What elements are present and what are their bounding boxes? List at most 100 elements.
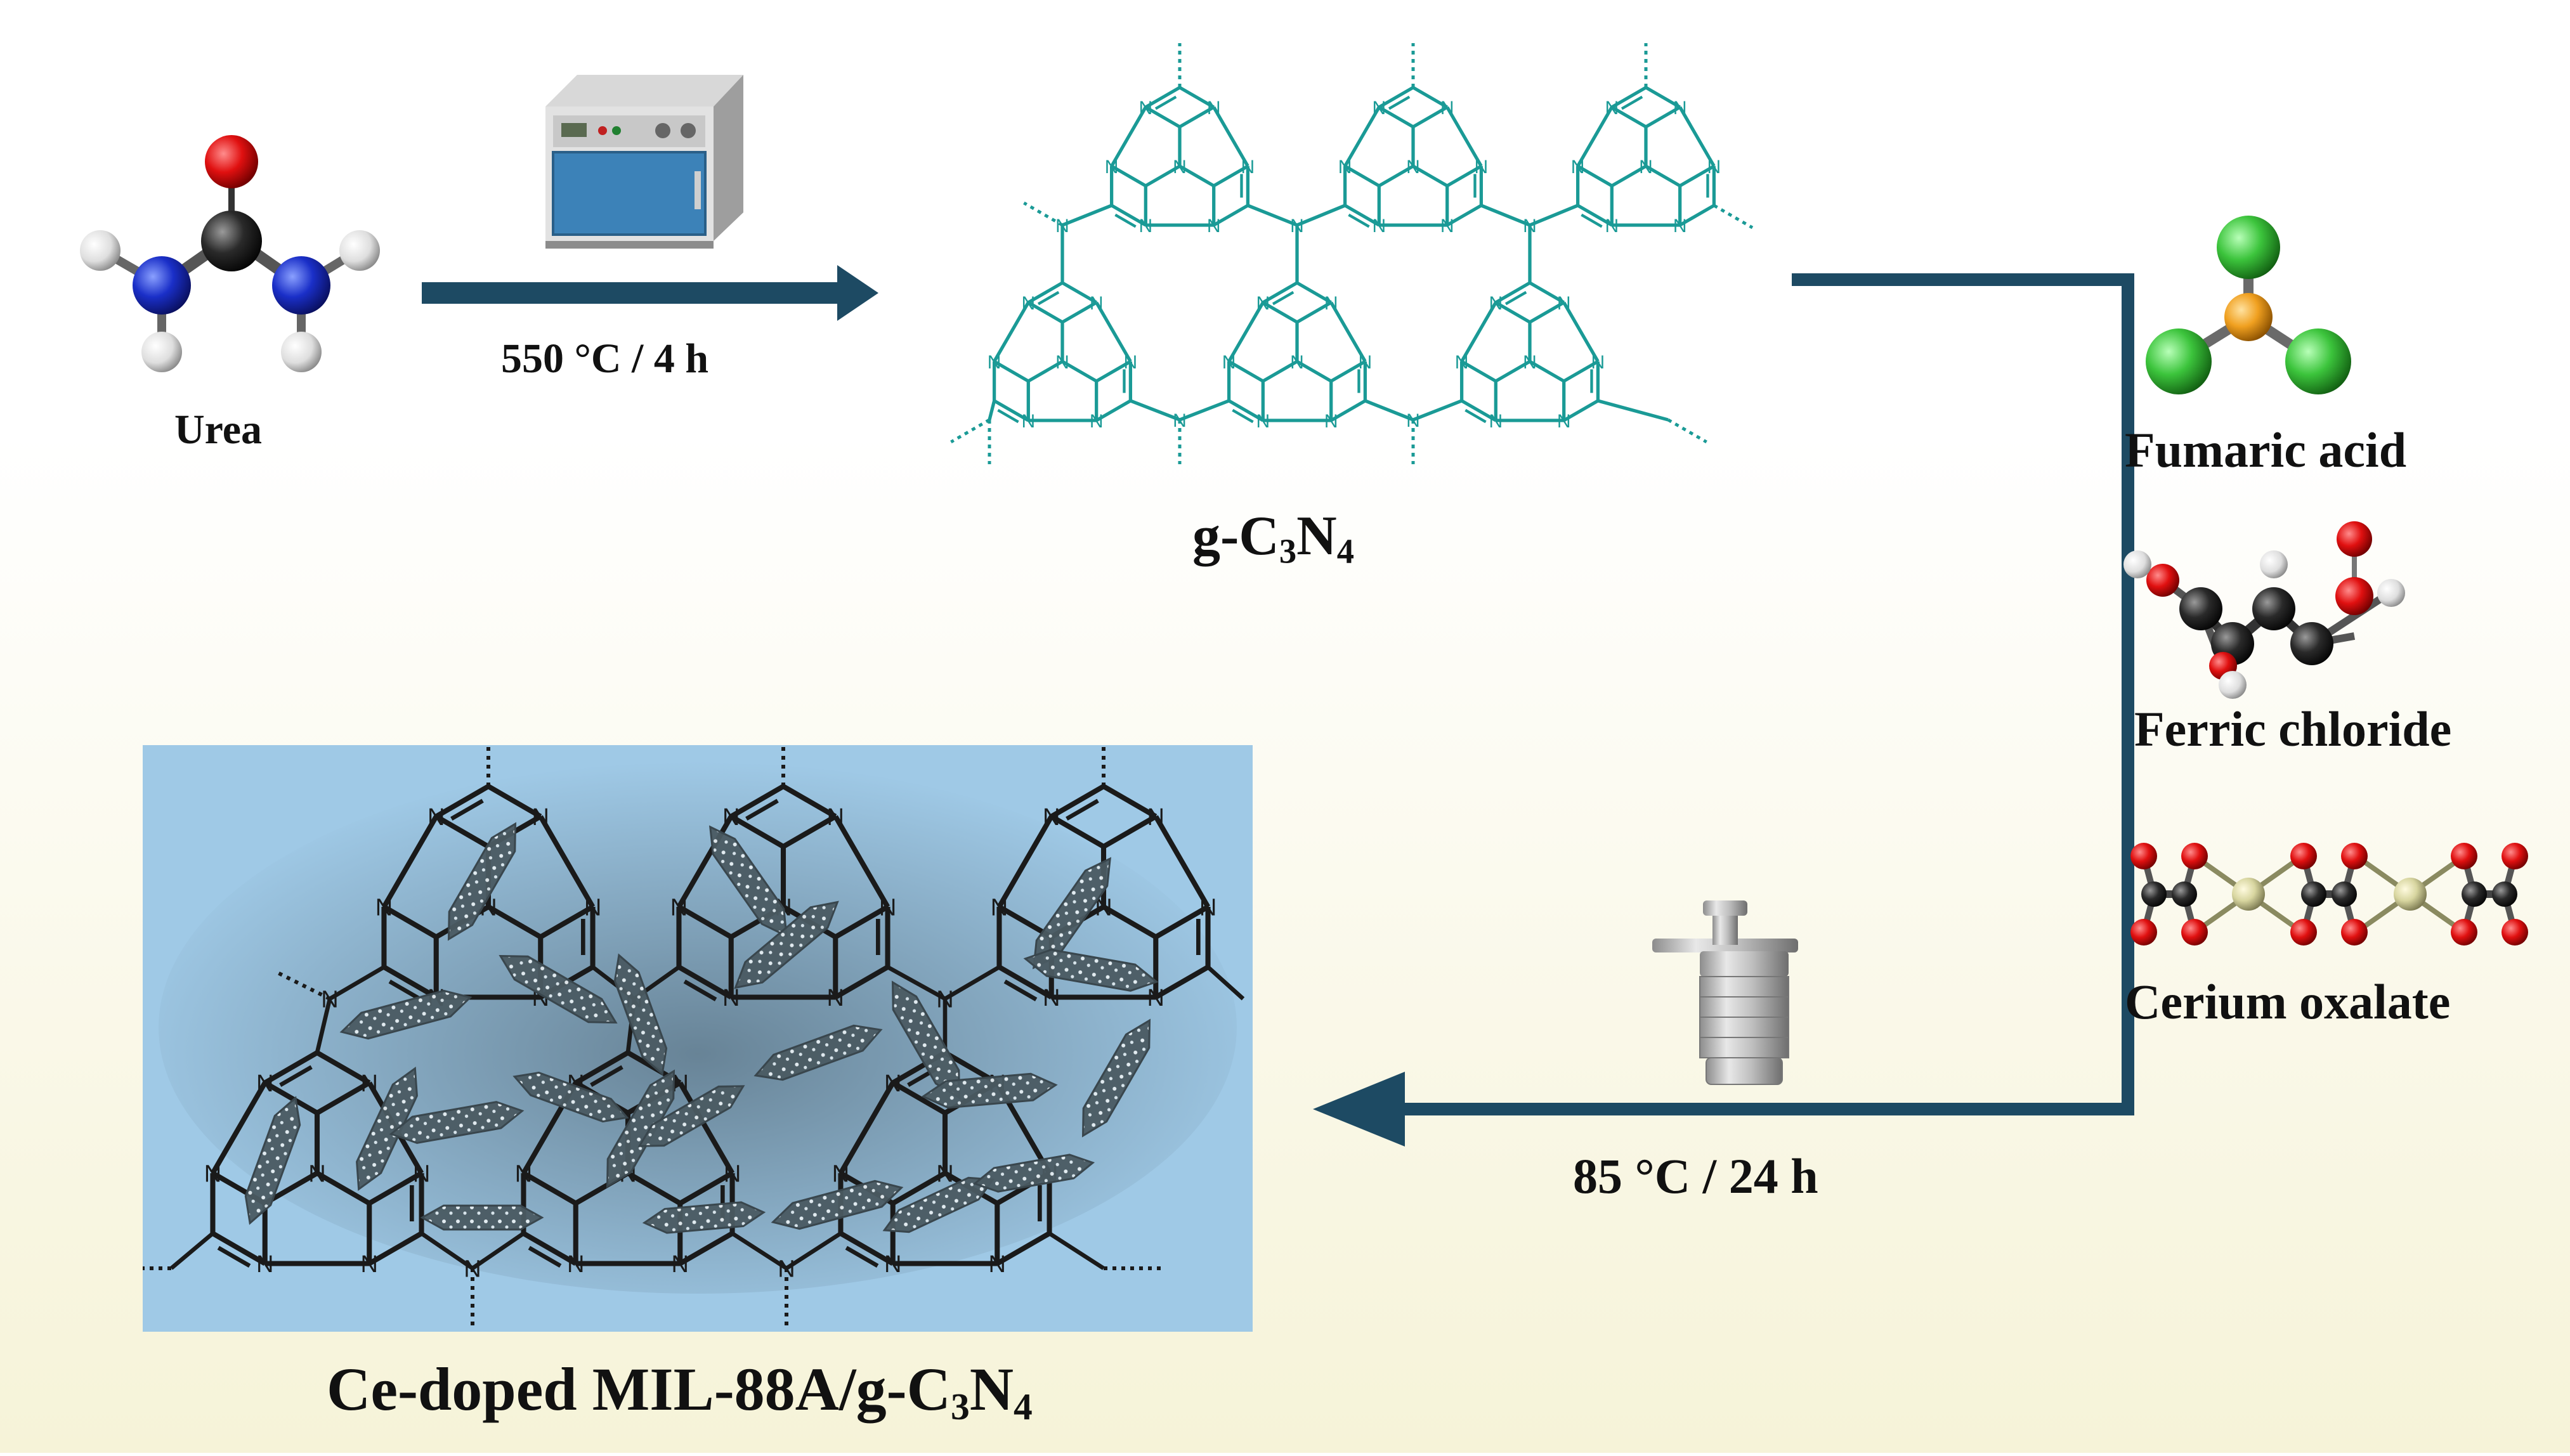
- nitrogen-atom-label: N: [936, 1161, 953, 1188]
- nitrogen-atom-label: N: [884, 1070, 901, 1097]
- bridge-bond: [1296, 204, 1346, 227]
- bridge-bond: [1597, 399, 1669, 422]
- nitrogen-atom-label: N: [1591, 352, 1605, 373]
- bridge-bond: [1480, 204, 1530, 227]
- nitrogen-atom-label: N: [1673, 216, 1687, 237]
- nitrogen-atom-label: N: [1241, 157, 1255, 178]
- bridge-bond: [1062, 204, 1112, 227]
- nitrogen-atom-label: N: [1406, 157, 1420, 178]
- product-label: Ce-doped MIL-88A/g-C3N4: [327, 1355, 1033, 1427]
- mil88a-crystal: [613, 953, 668, 1076]
- bridge-bond: [1529, 204, 1579, 227]
- product-bridge-bond: [471, 1232, 525, 1270]
- nitrogen-atom-label: N: [724, 1161, 741, 1188]
- gcn-label: g-C3N4: [1192, 505, 1354, 571]
- nitrogen-atom-label: N: [722, 804, 740, 831]
- bridge-bond: [1364, 399, 1414, 422]
- nitrogen-atom-label: N: [1605, 216, 1619, 237]
- oxygen-atom: [2130, 843, 2157, 869]
- carbon-atom: [2141, 881, 2167, 907]
- nitrogen-atom-label: N: [1207, 98, 1221, 119]
- oxygen-atom: [2502, 843, 2528, 869]
- autoclave-icon: [1652, 900, 1798, 1085]
- ferric-chloride-molecule: [2146, 216, 2351, 394]
- product-bridge-bond: [731, 1232, 788, 1270]
- bridge-nitrogen-label: N: [1290, 216, 1304, 237]
- mil88a-crystal: [244, 1096, 301, 1225]
- nitrogen-atom-label: N: [413, 1161, 430, 1188]
- nitrogen-atom-label: N: [1207, 216, 1221, 237]
- product-bridge-bond: [169, 1232, 214, 1270]
- carbon-atom: [2332, 881, 2357, 907]
- nitrogen-atom-label: N: [1256, 293, 1270, 314]
- nitrogen-atom-label: N: [1173, 157, 1187, 178]
- product-bridge-bond: [785, 1232, 842, 1270]
- nitrogen-atom-label: N: [989, 1251, 1006, 1278]
- nitrogen-atom-label: N: [1639, 157, 1653, 178]
- nitrogen-atom-label: N: [988, 352, 1001, 373]
- nitrogen-atom-label: N: [1147, 985, 1164, 1011]
- mil88a-crystal: [972, 1154, 1095, 1193]
- product-panel: NNNNNNNNNNNNNNNNNNNNNNNNNNNNNNNNNNNNNNNN…: [143, 745, 1253, 1332]
- cerium-atom: [2394, 878, 2427, 911]
- nitrogen-atom-label: N: [1440, 98, 1454, 119]
- nitrogen-atom-label: N: [532, 804, 549, 831]
- nitrogen-atom-label: N: [1372, 98, 1386, 119]
- nitrogen-atom-label: N: [884, 1251, 901, 1278]
- nitrogen-atom-label: N: [1021, 293, 1035, 314]
- mil88a-crystal: [753, 1024, 883, 1081]
- nitrogen-atom-label: N: [827, 804, 844, 831]
- mil88a-crystal: [447, 822, 517, 941]
- oxygen-atom: [2502, 919, 2528, 946]
- nitrogen-atom-label: N: [1290, 352, 1304, 373]
- product-bridge-bond: [886, 965, 946, 1001]
- fumaric-acid-molecule: [2123, 521, 2405, 699]
- product-bridge-bond: [420, 1232, 474, 1270]
- bridge-nitrogen-label: N: [321, 987, 338, 1013]
- mil88a-crystal: [389, 1101, 525, 1144]
- mil88a-crystal: [339, 989, 473, 1040]
- oxygen-atom: [2451, 919, 2477, 946]
- nitrogen-atom-label: N: [308, 1161, 325, 1188]
- reagent-label-cerium-oxalate: Cerium oxalate: [2125, 974, 2451, 1029]
- oxygen-atom: [2290, 919, 2317, 946]
- reagent-label-ferric-chloride: Ferric chloride: [2134, 701, 2452, 757]
- bridge-nitrogen-label: N: [1055, 216, 1069, 237]
- nitrogen-atom-label: N: [427, 804, 445, 831]
- nitrogen-atom-label: N: [256, 1070, 273, 1097]
- step1-condition-label: 550 °C / 4 h: [501, 335, 709, 382]
- nitrogen-atom-label: N: [1256, 411, 1270, 432]
- nitrogen-atom-label: N: [1324, 411, 1338, 432]
- mil88a-crystal: [499, 954, 618, 1024]
- nitrogen-atom-label: N: [1043, 804, 1060, 831]
- nitrogen-atom-label: N: [1199, 895, 1217, 921]
- oxygen-atom: [2290, 843, 2317, 869]
- nitrogen-atom-label: N: [1138, 216, 1152, 237]
- oxygen-atom: [2181, 919, 2208, 946]
- nitrogen-atom-label: N: [256, 1251, 273, 1278]
- nitrogen-atom-label: N: [515, 1161, 532, 1188]
- mil88a-crystal: [637, 1085, 745, 1147]
- oxygen-atom: [2341, 843, 2368, 869]
- oxygen-atom: [2341, 919, 2368, 946]
- oxygen-atom: [2130, 919, 2157, 946]
- nitrogen-atom-label: N: [1359, 352, 1373, 373]
- nitrogen-atom-label: N: [1324, 293, 1338, 314]
- nitrogen-atom-label: N: [1557, 411, 1571, 432]
- bridge-nitrogen-label: N: [936, 987, 953, 1013]
- nitrogen-atom-label: N: [1147, 804, 1164, 831]
- bridge-bond: [988, 400, 996, 420]
- mil88a-crystal: [420, 1204, 544, 1231]
- nitrogen-atom-label: N: [1455, 352, 1469, 373]
- arrow-step2: [1313, 273, 2134, 1147]
- cerium-atom: [2232, 878, 2265, 911]
- nitrogen-atom-label: N: [1124, 352, 1138, 373]
- nitrogen-atom-label: N: [1043, 985, 1060, 1011]
- nitrogen-atom-label: N: [991, 895, 1008, 921]
